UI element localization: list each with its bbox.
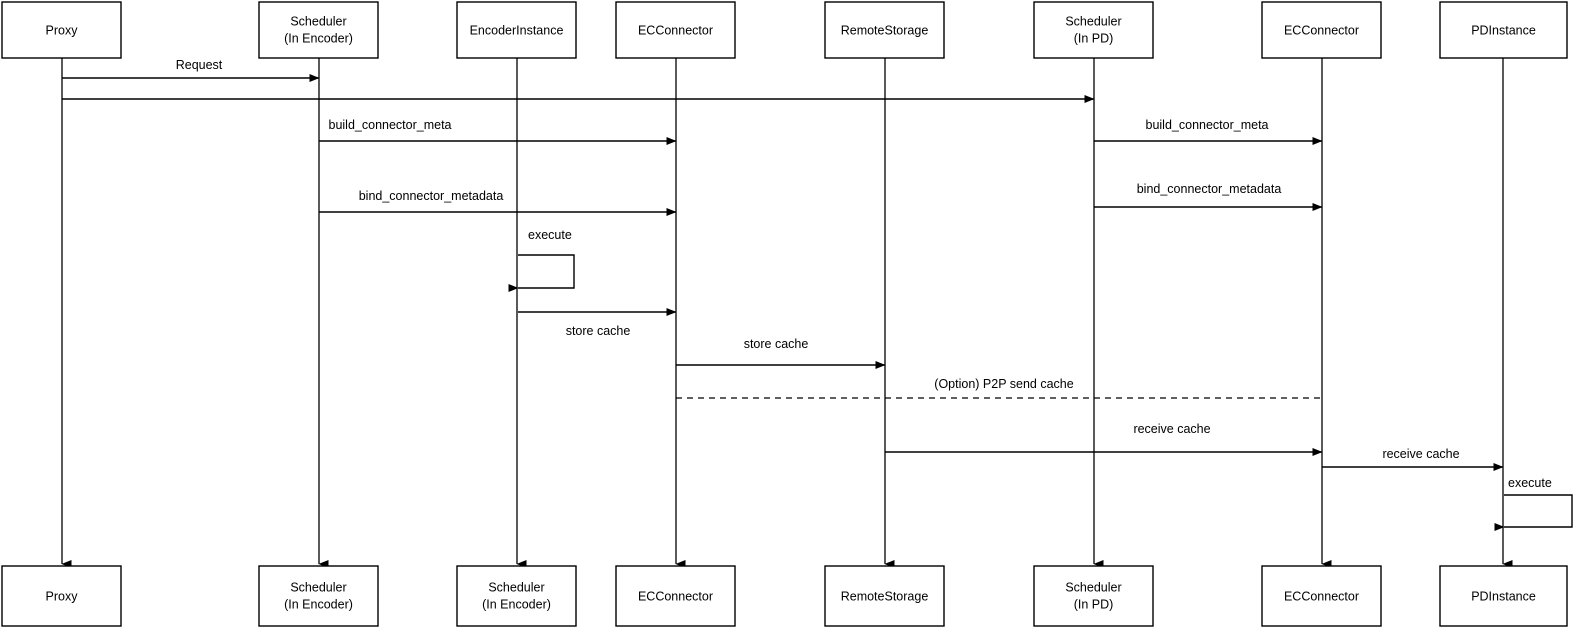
participant-footer-ecconnector-2-footer: ECConnector xyxy=(1261,565,1382,627)
participant-header-scheduler-enc: Scheduler (In Encoder) xyxy=(258,1,379,59)
message-label-msg-bind-connector-meta-2: bind_connector_metadata xyxy=(1137,182,1282,196)
participant-label-ecconnector-1: ECConnector xyxy=(638,23,713,37)
participant-label-encoder-inst: EncoderInstance xyxy=(470,23,564,37)
message-msg-p2p-send-cache: (Option) P2P send cache xyxy=(676,377,1322,399)
message-label-msg-receive-cache-1: receive cache xyxy=(1133,422,1210,436)
self-message-path-self-execute-pdinstance xyxy=(1494,494,1573,531)
participant-footer-scheduler-pd-footer: Scheduler (In PD) xyxy=(1033,565,1154,627)
participant-header-proxy: Proxy xyxy=(1,1,122,59)
message-label-msg-build-connector-meta-1: build_connector_meta xyxy=(329,118,452,132)
message-label-msg-encoder-to-connector: store cache xyxy=(566,324,631,338)
participant-sublabel-scheduler-enc-footer: (In Encoder) xyxy=(284,597,353,611)
participant-label-scheduler-pd: Scheduler xyxy=(1065,14,1121,28)
messages-layer: Request build_connector_meta build_connect… xyxy=(62,58,1504,471)
self-message-self-execute-pdinstance: execute xyxy=(1494,476,1573,531)
self-message-self-execute-encoder: execute xyxy=(508,228,575,292)
participant-header-pdinstance: PDInstance xyxy=(1439,1,1568,59)
participant-label-scheduler-enc: Scheduler xyxy=(290,14,346,28)
participant-box-remotestorage xyxy=(824,1,945,59)
participant-box-ecconnector-2-footer xyxy=(1261,565,1382,627)
message-label-msg-request: Request xyxy=(176,58,223,72)
message-msg-receive-cache-2: receive cache xyxy=(1322,447,1504,471)
participant-label-scheduler-pd-footer: Scheduler xyxy=(1065,580,1121,594)
participant-label-remotestorage: RemoteStorage xyxy=(841,23,929,37)
participant-box-ecconnector-1-footer xyxy=(615,565,736,627)
participant-box-proxy xyxy=(1,1,122,59)
participant-footer-ecconnector-1-footer: ECConnector xyxy=(615,565,736,627)
participant-box-ecconnector-1 xyxy=(615,1,736,59)
participant-box-scheduler-enc2-footer xyxy=(456,565,577,627)
participant-label-ecconnector-2: ECConnector xyxy=(1284,23,1359,37)
message-label-msg-p2p-send-cache: (Option) P2P send cache xyxy=(934,377,1073,391)
participant-label-proxy: Proxy xyxy=(46,23,79,37)
participant-label-pdinstance-footer: PDInstance xyxy=(1471,589,1536,603)
participant-footer-scheduler-enc2-footer: Scheduler (In Encoder) xyxy=(456,565,577,627)
message-msg-build-connector-meta-2: build_connector_meta xyxy=(1094,118,1323,145)
participant-sublabel-scheduler-pd-footer: (In PD) xyxy=(1074,597,1114,611)
message-label-msg-build-connector-meta-2: build_connector_meta xyxy=(1146,118,1269,132)
self-message-label-self-execute-encoder: execute xyxy=(528,228,572,242)
lifelines-layer xyxy=(61,58,1513,568)
message-msg-store-cache-remote: store cache xyxy=(676,337,886,369)
participant-label-proxy-footer: Proxy xyxy=(46,589,79,603)
message-msg-build-connector-meta-1: build_connector_meta xyxy=(319,118,677,145)
message-msg-bind-connector-meta-1: bind_connector_metadata xyxy=(319,189,677,216)
participant-header-scheduler-pd: Scheduler (In PD) xyxy=(1033,1,1154,59)
participant-box-proxy-footer xyxy=(1,565,122,627)
participant-label-scheduler-enc-footer: Scheduler xyxy=(290,580,346,594)
participant-box-scheduler-enc xyxy=(258,1,379,59)
message-msg-receive-cache-1: receive cache xyxy=(885,422,1323,456)
participant-header-ecconnector-2: ECConnector xyxy=(1261,1,1382,59)
participant-box-remotestorage-footer xyxy=(824,565,945,627)
participant-box-scheduler-pd-footer xyxy=(1033,565,1154,627)
participant-label-ecconnector-1-footer: ECConnector xyxy=(638,589,713,603)
participant-box-ecconnector-2 xyxy=(1261,1,1382,59)
self-message-label-self-execute-pdinstance: execute xyxy=(1508,476,1552,490)
self-message-path-self-execute-encoder xyxy=(508,254,575,292)
participant-header-encoder-inst: EncoderInstance xyxy=(456,1,577,59)
message-label-msg-receive-cache-2: receive cache xyxy=(1382,447,1459,461)
self-messages-layer: execute execute xyxy=(508,228,1573,531)
participant-label-remotestorage-footer: RemoteStorage xyxy=(841,589,929,603)
participant-label-scheduler-enc2-footer: Scheduler xyxy=(488,580,544,594)
participant-box-pdinstance xyxy=(1439,1,1568,59)
participant-box-scheduler-enc-footer xyxy=(258,565,379,627)
participant-footer-proxy-footer: Proxy xyxy=(1,565,122,627)
message-label-msg-bind-connector-meta-1: bind_connector_metadata xyxy=(359,189,504,203)
participant-box-encoder-inst xyxy=(456,1,577,59)
participant-headers: Proxy Scheduler (In Encoder) EncoderInstanc… xyxy=(1,1,1568,59)
participant-sublabel-scheduler-pd: (In PD) xyxy=(1074,31,1114,45)
message-msg-request: Request xyxy=(62,58,320,82)
message-label-msg-store-cache-remote: store cache xyxy=(744,337,809,351)
participant-footers: Proxy Scheduler (In Encoder) Scheduler (In E… xyxy=(1,565,1568,627)
participant-box-pdinstance-footer xyxy=(1439,565,1568,627)
participant-sublabel-scheduler-enc: (In Encoder) xyxy=(284,31,353,45)
participant-label-pdinstance: PDInstance xyxy=(1471,23,1536,37)
participant-label-ecconnector-2-footer: ECConnector xyxy=(1284,589,1359,603)
participant-footer-scheduler-enc-footer: Scheduler (In Encoder) xyxy=(258,565,379,627)
message-msg-bind-connector-meta-2: bind_connector_metadata xyxy=(1094,182,1323,211)
message-msg-encoder-to-connector: store cache xyxy=(518,308,677,338)
participant-footer-pdinstance-footer: PDInstance xyxy=(1439,565,1568,627)
participant-sublabel-scheduler-enc2-footer: (In Encoder) xyxy=(482,597,551,611)
participant-header-ecconnector-1: ECConnector xyxy=(615,1,736,59)
participant-footer-remotestorage-footer: RemoteStorage xyxy=(824,565,945,627)
participant-header-remotestorage: RemoteStorage xyxy=(824,1,945,59)
participant-box-scheduler-pd xyxy=(1033,1,1154,59)
